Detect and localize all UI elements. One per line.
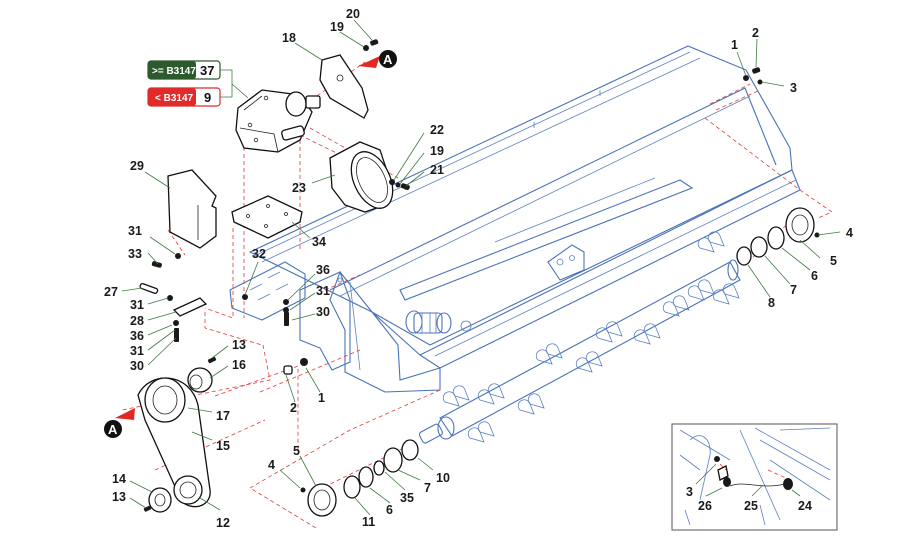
version-condition: < B3147 [155, 93, 194, 104]
callout-14: 14 [112, 472, 126, 486]
callout-30: 30 [316, 305, 330, 319]
callout-16: 16 [232, 358, 246, 372]
bell-housing [329, 141, 394, 213]
callouts: 20 19 18 22 19 21 23 1 2 3 4 5 6 7 8 29 … [104, 7, 853, 530]
version-badge-new: >= B3147 37 [147, 60, 221, 80]
svg-text:A: A [383, 52, 393, 67]
callout-31: 31 [316, 284, 330, 298]
callout-26: 26 [698, 499, 712, 513]
callout-17: 17 [216, 409, 230, 423]
version-part-number: 9 [204, 90, 211, 105]
callout-13: 13 [112, 490, 126, 504]
callout-20: 20 [346, 7, 360, 21]
callout-18: 18 [282, 31, 296, 45]
callout-1: 1 [731, 38, 738, 52]
callout-2: 2 [290, 401, 297, 415]
callout-6: 6 [386, 503, 393, 517]
callout-31: 31 [130, 298, 144, 312]
callout-3: 3 [686, 485, 693, 499]
callout-4: 4 [268, 458, 275, 472]
pulley-bracket [229, 261, 351, 371]
callout-23: 23 [292, 181, 306, 195]
belt-guard [167, 169, 217, 249]
callout-12: 12 [216, 516, 230, 530]
callout-4: 4 [846, 226, 853, 240]
cover-plate [319, 54, 369, 119]
callout-15: 15 [216, 439, 230, 453]
callout-1: 1 [318, 391, 325, 405]
bearing-set-left [300, 439, 419, 517]
callout-19: 19 [430, 144, 444, 158]
callout-29: 29 [130, 159, 144, 173]
callout-22: 22 [430, 123, 444, 137]
version-part-number: 37 [200, 63, 214, 78]
callout-2: 2 [752, 26, 759, 40]
callout-33: 33 [128, 247, 142, 261]
rotor-shaft [418, 231, 741, 444]
callout-34: 34 [312, 235, 326, 249]
mounting-plate [231, 195, 303, 239]
leader-lines [121, 19, 841, 516]
gearbox [235, 89, 321, 153]
tension-arm [172, 297, 208, 317]
callout-5: 5 [830, 254, 837, 268]
callout-32: 32 [252, 247, 266, 261]
callout-31: 31 [128, 224, 142, 238]
callout-24: 24 [798, 499, 812, 513]
callout-36: 36 [316, 263, 330, 277]
callout-30: 30 [130, 359, 144, 373]
callout-7: 7 [790, 283, 797, 297]
callout-25: 25 [744, 499, 758, 513]
callout-36: 36 [130, 329, 144, 343]
callout-28: 28 [130, 314, 144, 328]
callout-19: 19 [330, 20, 344, 34]
inset-detail [671, 423, 838, 531]
callout-27: 27 [104, 285, 118, 299]
callout-3: 3 [790, 81, 797, 95]
svg-text:A: A [108, 422, 118, 437]
belt-drive [137, 377, 211, 508]
connection-marker-left: A [104, 408, 135, 438]
callout-10: 10 [436, 471, 450, 485]
version-condition: >= B3147 [152, 66, 196, 77]
callout-21: 21 [430, 163, 444, 177]
callout-8: 8 [768, 296, 775, 310]
callout-5: 5 [293, 444, 300, 458]
callout-11: 11 [362, 515, 375, 529]
callout-35: 35 [400, 491, 414, 505]
callout-7: 7 [424, 481, 431, 495]
connection-marker-top: A [358, 50, 397, 68]
callout-13: 13 [232, 338, 246, 352]
version-badge-old: < B3147 9 [147, 87, 221, 107]
callout-6: 6 [811, 269, 818, 283]
callout-31: 31 [130, 344, 144, 358]
bearing-set-right [736, 207, 820, 266]
